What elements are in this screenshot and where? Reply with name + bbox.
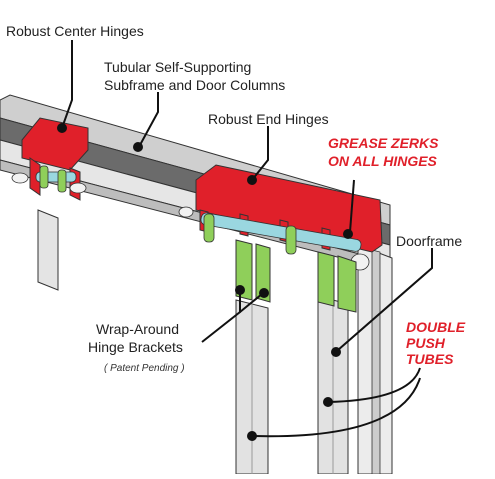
label-wrap-line2: Hinge Brackets	[88, 339, 183, 355]
end-hinge	[178, 164, 383, 271]
label-push: PUSH	[406, 335, 445, 351]
wrap-around-brackets	[203, 213, 357, 313]
callout-dots	[57, 123, 353, 441]
label-robust-center-hinges: Robust Center Hinges	[6, 23, 144, 39]
label-wrap-line1: Wrap-Around	[96, 321, 180, 337]
label-grease-line2: ON ALL HINGES	[328, 153, 437, 169]
label-robust-end-hinges: Robust End Hinges	[208, 111, 329, 127]
callout-lines	[61, 40, 433, 438]
label-grease-line1: GREASE ZERKS	[328, 135, 439, 151]
left-post	[37, 209, 59, 291]
label-subframe-line2: Subframe and Door Columns	[104, 77, 286, 93]
label-doorframe: Doorframe	[396, 233, 463, 249]
label-tubes: TUBES	[406, 351, 454, 367]
label-subframe-line1: Tubular Self-Supporting	[104, 59, 252, 75]
center-hinge	[11, 117, 89, 201]
label-double: DOUBLE	[406, 319, 466, 335]
door-column-left	[235, 299, 269, 475]
label-patent: ( Patent Pending )	[104, 363, 185, 374]
door-column-right	[317, 295, 349, 475]
doorframe-post	[357, 244, 393, 475]
